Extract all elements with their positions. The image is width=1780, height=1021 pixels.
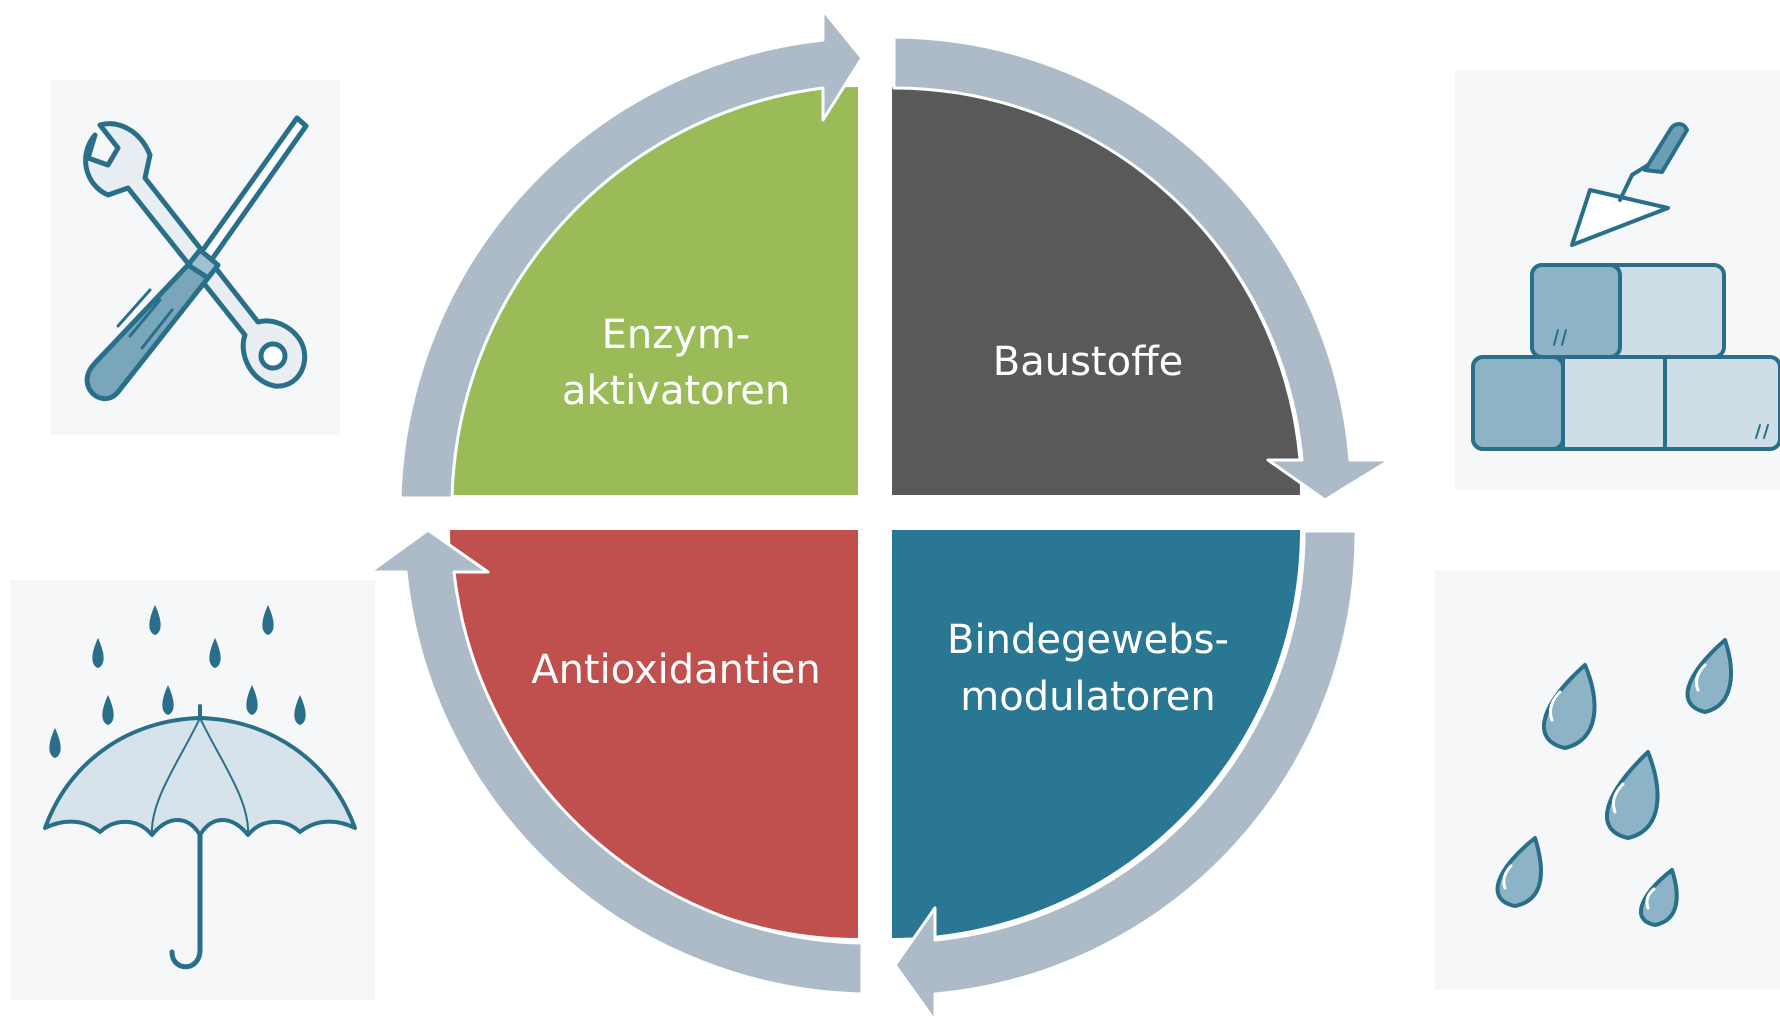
quadrant-baustoffe (892, 87, 1300, 495)
label-bindegewebsmodulatoren-line2: modulatoren (960, 674, 1216, 720)
quadrant-labels: Enzym- aktivatoren Baustoffe Bindegewebs… (531, 312, 1229, 720)
arrow-top-left (398, 8, 864, 500)
umbrella-rain-icon (10, 580, 375, 1000)
label-enzymaktivatoren-line1: Enzym- (602, 312, 751, 358)
cycle-arrows (368, 8, 1392, 1021)
arrow-top-right (892, 35, 1392, 502)
label-bindegewebsmodulatoren-line1: Bindegewebs- (947, 617, 1229, 663)
quadrant-bindegewebsmodulatoren (892, 530, 1300, 938)
quadrant-enzymaktivatoren (450, 87, 858, 495)
quadrant-antioxidantien (450, 530, 858, 938)
arrow-bottom-right (893, 529, 1358, 1021)
arrow-bottom-left (368, 528, 864, 996)
label-antioxidantien: Antioxidantien (531, 647, 821, 693)
label-baustoffe: Baustoffe (993, 339, 1183, 385)
label-enzymaktivatoren-line2: aktivatoren (562, 368, 790, 414)
trowel-bricks-icon (1455, 70, 1780, 490)
wrench-screwdriver-icon (50, 80, 340, 435)
quadrants (450, 87, 1300, 938)
raindrops-icon (1435, 570, 1780, 990)
